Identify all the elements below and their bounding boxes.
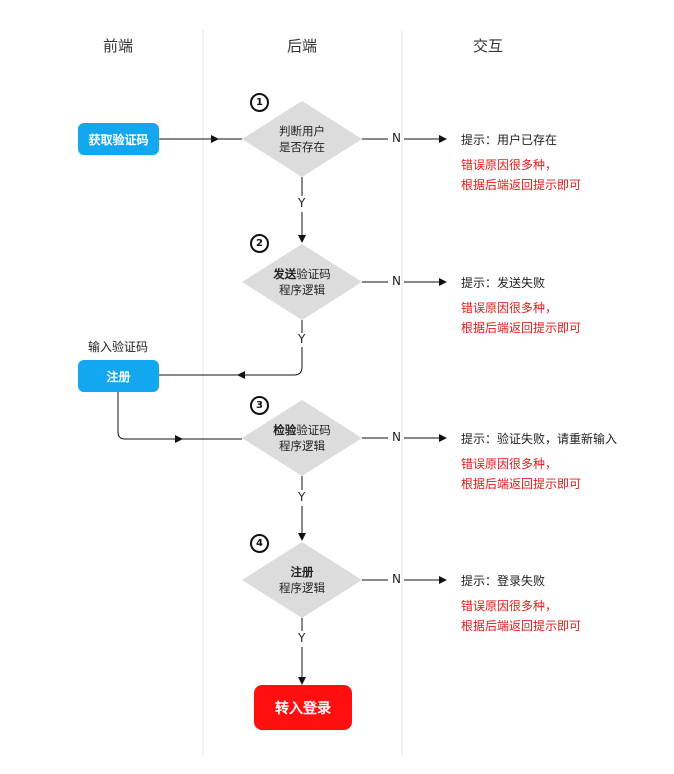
input-code-label: 输入验证码 (88, 340, 149, 354)
no-label-1: N (392, 131, 401, 145)
get-code-button[interactable]: 获取验证码 (78, 123, 159, 155)
error-note-4b: 根据后端返回提示即可 (461, 619, 582, 633)
lane-title-frontend: 前端 (102, 37, 133, 55)
yes-label-3: Y (298, 490, 306, 504)
step-number-4: 4 (250, 534, 269, 553)
step-number-3: 3 (250, 396, 269, 415)
error-note-2a: 错误原因很多种， (461, 301, 558, 315)
lane-title-backend: 后端 (286, 37, 317, 55)
prompt-1: 提示：用户已存在 (461, 133, 558, 147)
no-label-4: N (392, 572, 401, 586)
decision-text-4: 注册 程序逻辑 (279, 565, 325, 595)
decision-diamond-2 (242, 244, 362, 320)
decision-diamond-1 (242, 101, 362, 177)
prompt-4: 提示：登录失败 (461, 574, 546, 588)
step-number-1: 1 (250, 93, 269, 112)
arrow-register (117, 392, 183, 443)
prompt-3: 提示：验证失败，请重新输入 (461, 432, 618, 446)
register-button[interactable]: 注册 (78, 360, 159, 392)
lane-title-interaction: 交互 (472, 37, 503, 55)
prompt-2: 提示：发送失败 (461, 276, 546, 290)
no-label-3: N (392, 430, 401, 444)
error-note-1b: 根据后端返回提示即可 (461, 178, 582, 192)
error-note-3a: 错误原因很多种， (461, 457, 558, 471)
no-label-2: N (392, 274, 401, 288)
yes-label-1: Y (298, 196, 306, 210)
yes-label-2: Y (298, 332, 306, 346)
error-note-4a: 错误原因很多种， (461, 599, 558, 613)
decision-text-1: 判断用户 是否存在 (279, 124, 325, 154)
error-note-2b: 根据后端返回提示即可 (461, 321, 582, 335)
decision-diamond-4 (242, 542, 362, 618)
error-note-1a: 错误原因很多种， (461, 158, 558, 172)
decision-text-3: 检验验证码 程序逻辑 (273, 423, 331, 453)
step-number-2: 2 (250, 234, 269, 253)
go-to-login-button[interactable]: 转入登录 (254, 685, 352, 730)
yes-arrow-2 (237, 347, 303, 379)
decision-diamond-3 (242, 400, 362, 476)
yes-label-4: Y (298, 631, 306, 645)
decision-text-2: 发送验证码 程序逻辑 (273, 267, 331, 297)
error-note-3b: 根据后端返回提示即可 (461, 477, 582, 491)
